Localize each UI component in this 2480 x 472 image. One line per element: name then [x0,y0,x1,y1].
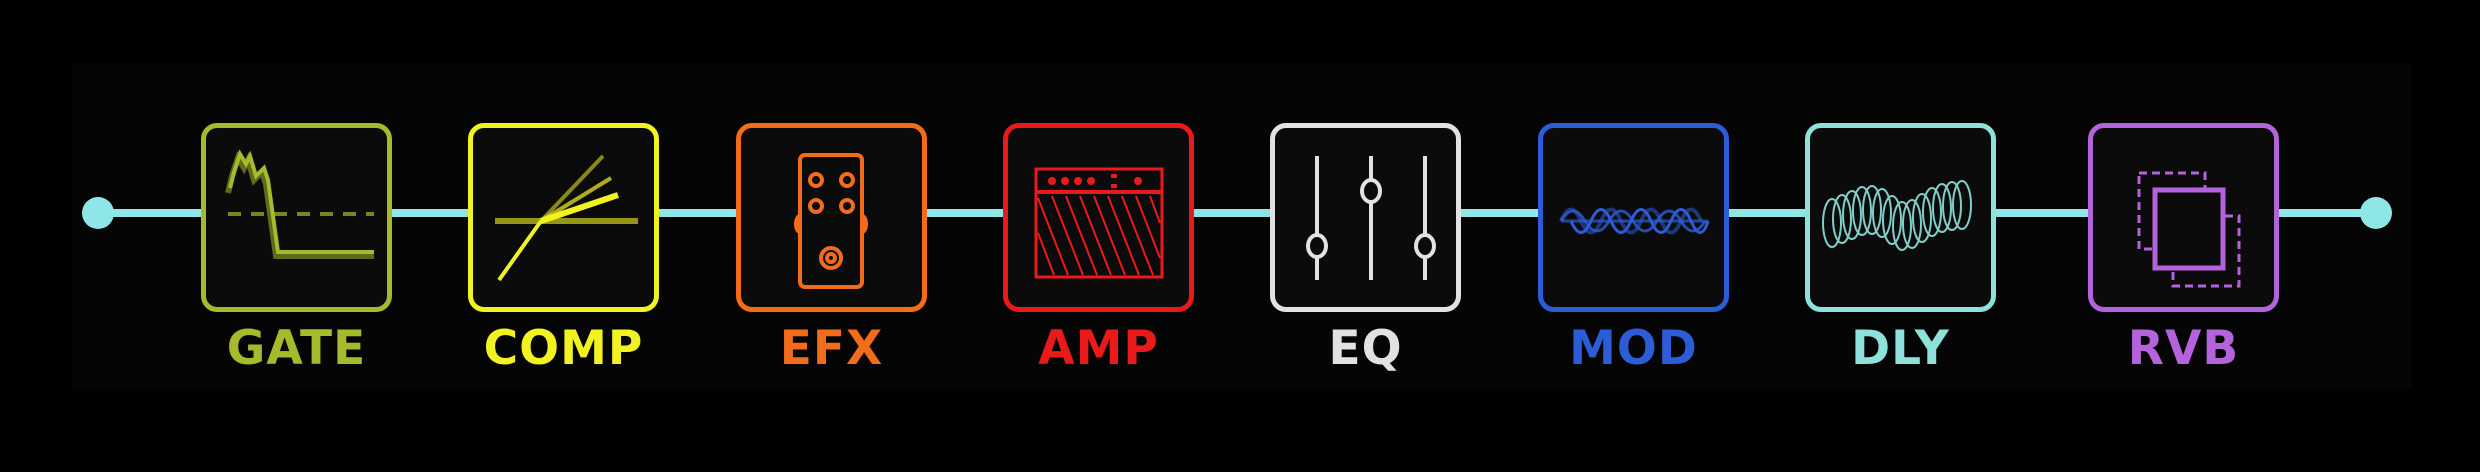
dly-label: DLY [1851,321,1950,376]
block-mod: MOD [1538,123,1729,376]
input-node[interactable] [82,197,114,229]
noise-gate-icon [225,149,374,259]
eq-block-button[interactable] [1270,123,1461,312]
signal-path-line [98,209,2376,217]
efx-label: EFX [779,321,884,376]
amp-label: AMP [1038,321,1159,376]
block-rvb: RVB [2088,123,2279,376]
comp-label: COMP [483,321,644,376]
output-node[interactable] [2360,197,2392,229]
block-amp: AMP [1003,123,1194,376]
pedal-icon [794,153,868,289]
efx-block-button[interactable] [736,123,927,312]
rvb-block-button[interactable] [2088,123,2279,312]
amp-block-button[interactable] [1003,123,1194,312]
gate-block-button[interactable] [201,123,392,312]
eq-label: EQ [1328,321,1403,376]
block-comp: COMP [468,123,659,376]
block-eq: EQ [1270,123,1461,376]
delay-coil-icon [1822,180,1972,251]
eq-sliders-icon [1306,156,1436,280]
comp-block-button[interactable] [468,123,659,312]
mod-block-button[interactable] [1538,123,1729,312]
amp-icon [1034,167,1164,279]
gate-label: GATE [226,321,367,376]
compressor-icon [495,154,638,282]
block-gate: GATE [201,123,392,376]
block-dly: DLY [1805,123,1996,376]
mod-label: MOD [1569,321,1698,376]
reverb-icon [2137,171,2241,288]
dly-block-button[interactable] [1805,123,1996,312]
modulation-wave-icon [1559,207,1710,235]
signal-chain-panel [72,63,2412,389]
rvb-label: RVB [2127,321,2240,376]
block-efx: EFX [736,123,927,376]
